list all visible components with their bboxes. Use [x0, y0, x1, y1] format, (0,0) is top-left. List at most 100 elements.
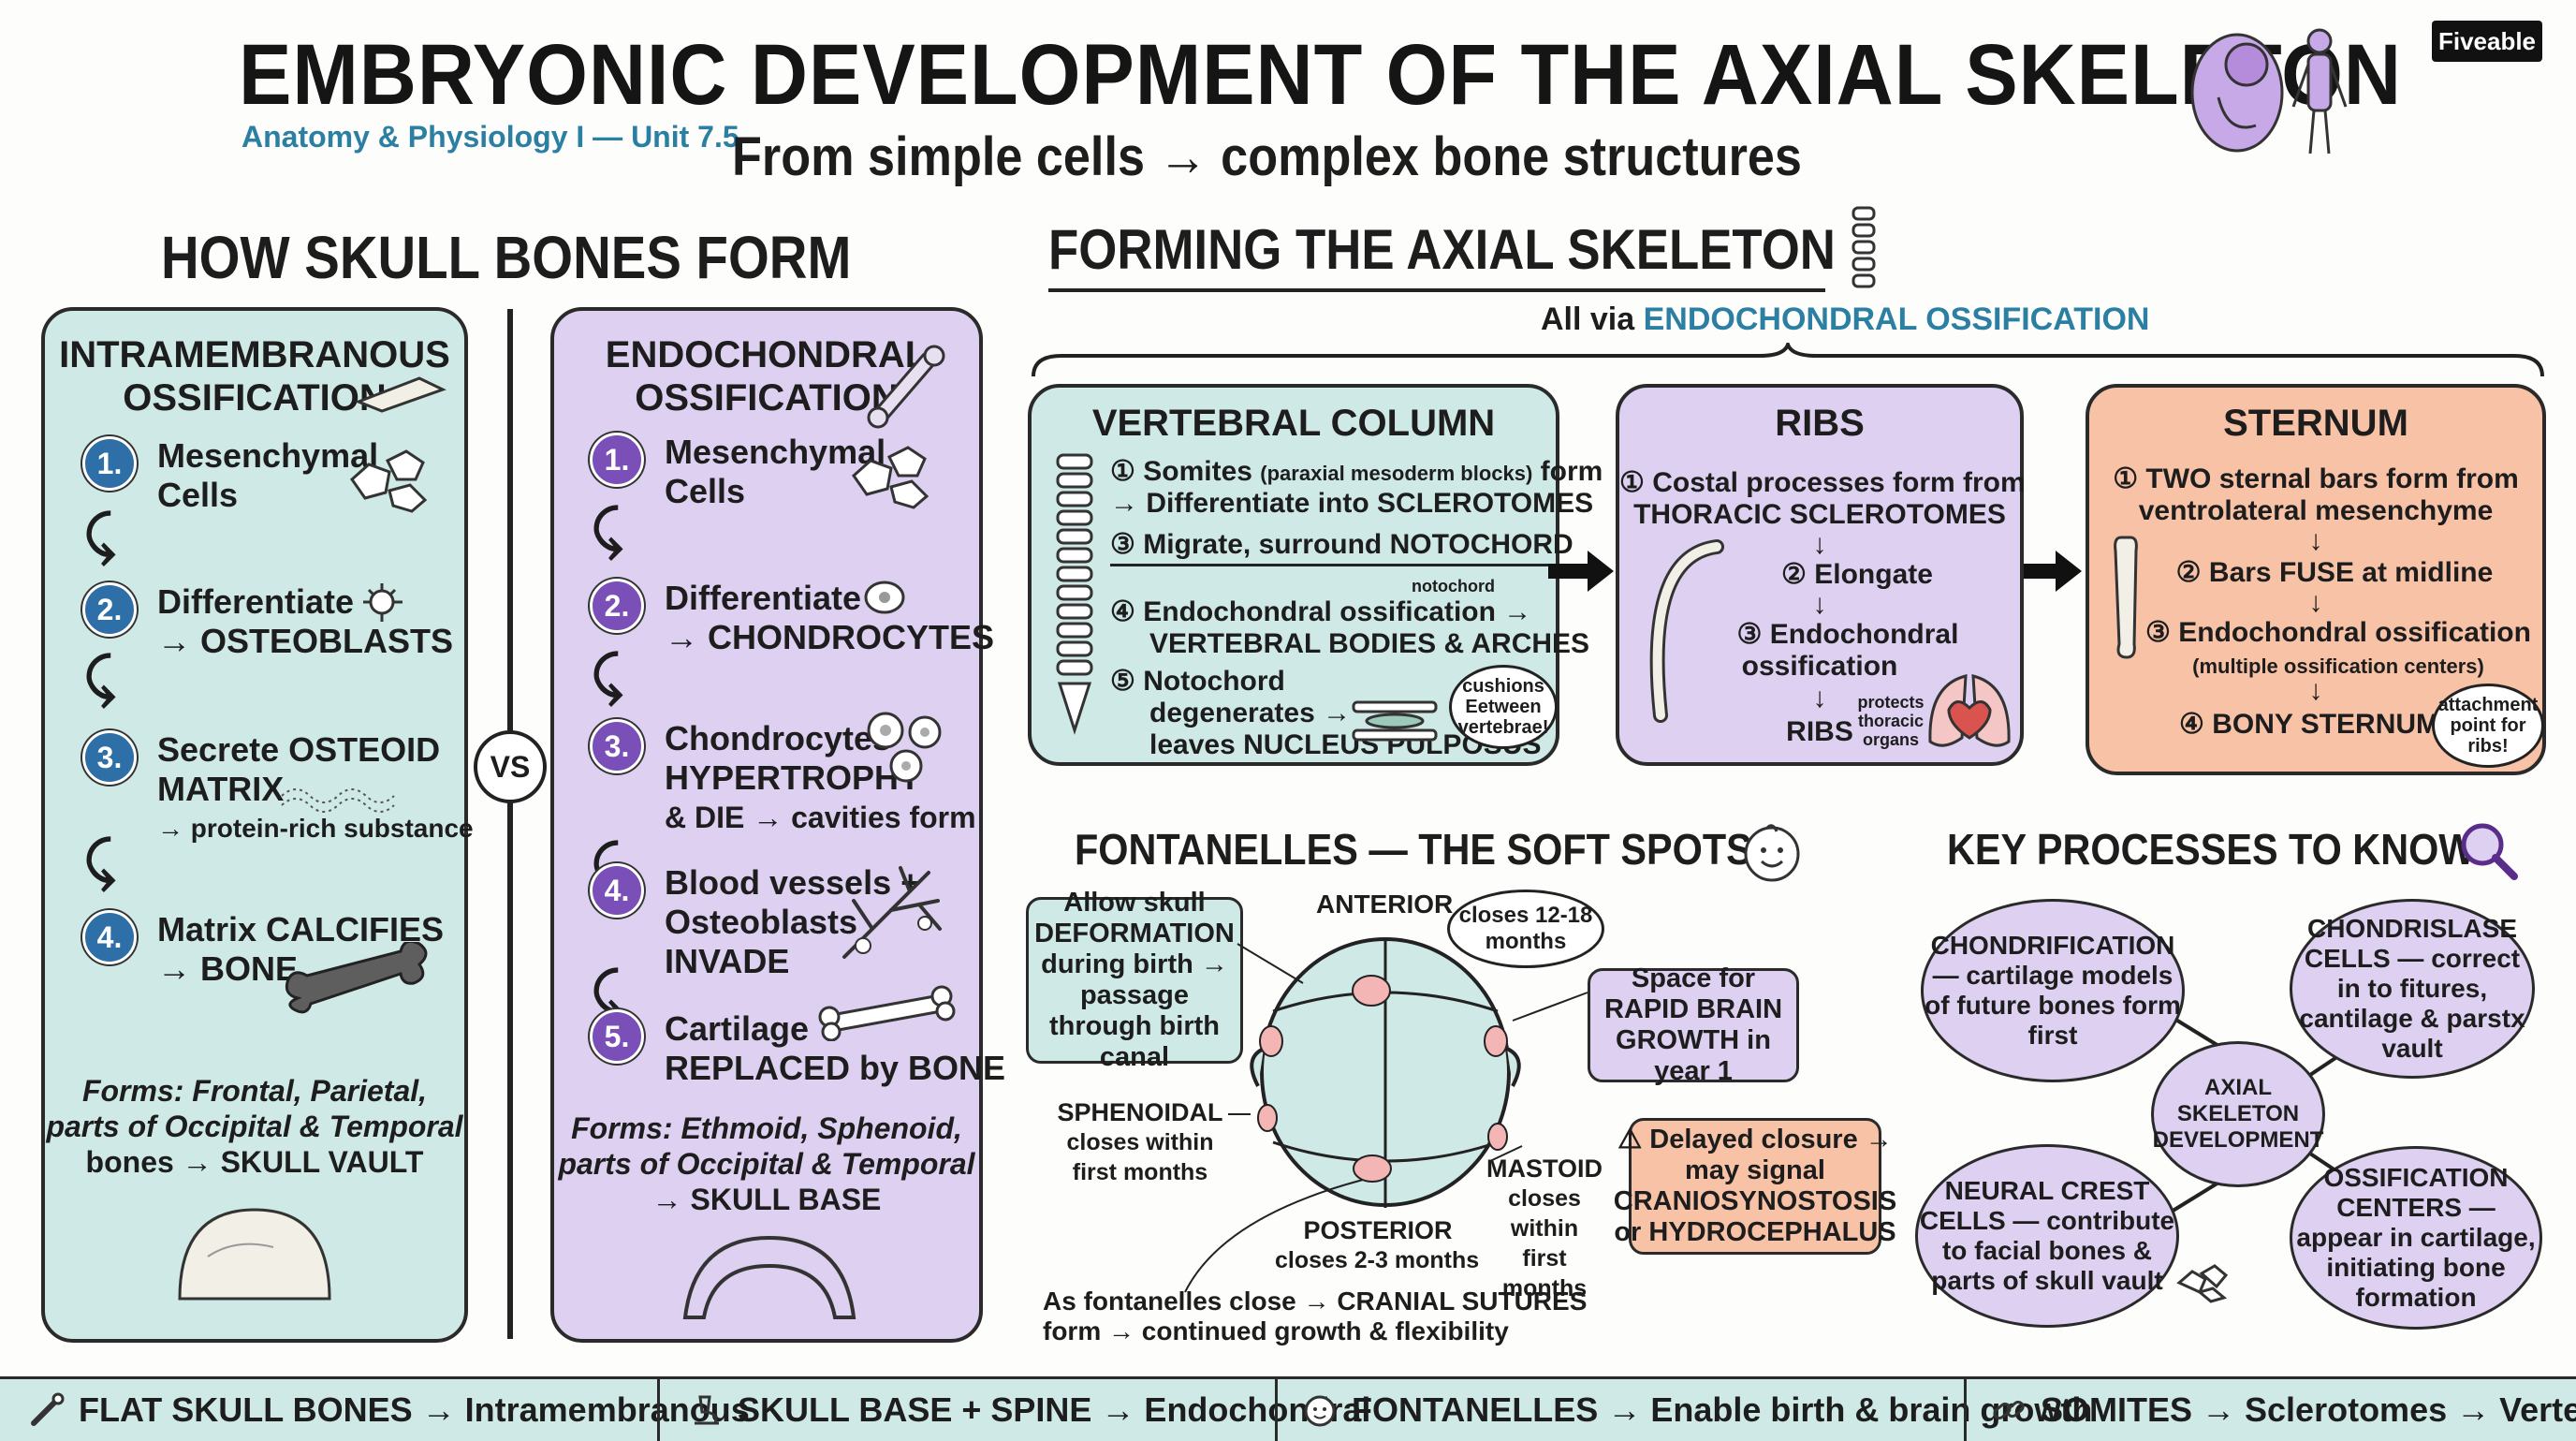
footer-divider [657, 1379, 660, 1441]
axial-section-title: FORMING THE AXIAL SKELETON [1048, 218, 1836, 281]
axial-brace [1032, 343, 2544, 377]
ribs-line-2: THORACIC SCLEROTOMES [1633, 499, 2006, 530]
arrow-right-icon [2016, 551, 2082, 592]
endo-arrow-2: ⤹ [592, 646, 623, 705]
intra-arrow-2: ⤹ [84, 648, 116, 707]
vs-divider [507, 309, 513, 1339]
intra-arrow-3: ⤹ [84, 831, 116, 890]
intra-step-2: 2. Differentiate→ OSTEOBLASTS [82, 582, 453, 661]
chondrification-node: CHONDRIFICATION — cartilage models of fu… [1921, 899, 2185, 1082]
intramembranous-panel: INTRAMEMBRANOUS OSSIFICATION 1. Mesenchy… [41, 307, 474, 1343]
osteoblast-icon [363, 583, 402, 622]
anterior-closes-bubble: closes 12-18 months [1447, 890, 1604, 968]
mesenchymal-cells-icon [852, 446, 929, 509]
vertebral-column-card: VERTEBRAL COLUMN ① Somites (paraxial mes… [1028, 384, 1603, 766]
notochord-line [1110, 564, 1548, 566]
key-processes-title: KEY PROCESSES TO KNOW [1947, 825, 2476, 874]
vertebral-line-2: → Differentiate into SCLEROTOMES [1110, 488, 1594, 519]
infant-skull-diagram [1250, 937, 1521, 1208]
endo-step-3: 3. Chondrocytes HYPERTROPHY & DIE → cavi… [590, 719, 976, 837]
baby-face-icon [1744, 824, 1800, 882]
intra-arrow-1: ⤹ [84, 506, 116, 565]
skull-section-title: HOW SKULL BONES FORM [161, 224, 852, 291]
bone-tool-icon [31, 1392, 65, 1426]
sternum-line-5: (multiple ossification centers) [2192, 654, 2484, 678]
intra-step-3: 3. Secrete OSTEOID MATRIX → protein-rich… [82, 730, 474, 848]
footer-item-2: SKULL BASE + SPINE → Endochondral [687, 1379, 1370, 1441]
magnifier-icon [2461, 823, 2518, 880]
intra-step-4: 4. Matrix CALCIFIES→ BONE [82, 910, 444, 989]
skull-vault-icon [178, 1208, 331, 1301]
mastoid-label: MASTOID closes within first months [1486, 1154, 1603, 1301]
posterior-label: POSTERIOR closes 2-3 months [1275, 1216, 1480, 1273]
vertebral-line-3: ③ Migrate, surround NOTOCHORD [1110, 529, 1573, 560]
sternum-line-3: ② Bars FUSE at midline [2175, 557, 2494, 588]
protects-note: protects thoracic organs [1857, 693, 1925, 749]
anterior-label: ANTERIOR [1316, 890, 1454, 919]
vertebral-line-5: VERTEBRAL BODIES & ARCHES [1149, 628, 1590, 659]
disc-icon [1352, 700, 1438, 742]
cranial-sutures-note: As fontanelles close → CRANIAL SUTURES f… [1043, 1287, 1588, 1345]
page-title: EMBRYONIC DEVELOPMENT OF THE AXIAL SKELE… [239, 27, 2402, 123]
sternum-card: STERNUM ① TWO sternal bars form from ven… [2086, 384, 2546, 775]
hypertrophy-cells-icon [867, 712, 942, 783]
sternum-line-4: ③ Endochondral ossification [2145, 617, 2531, 648]
ribs-line-4: ③ Endochondral [1736, 619, 1959, 650]
vertebral-title: VERTEBRAL COLUMN [1091, 403, 1496, 444]
delayed-closure-warning: ⚠ Delayed closure → may signal CRANIOSYN… [1614, 1118, 1896, 1255]
ribs-card: RIBS ① Costal processes form from THORAC… [1616, 384, 2026, 766]
tagline: From simple cells → complex bone structu… [732, 126, 1802, 187]
sternum-line-1: ① TWO sternal bars form from [2113, 463, 2519, 494]
endo-forms-text: Forms: Ethmoid, Sphenoid, parts of Occip… [558, 1111, 975, 1216]
sternum-title: STERNUM [2223, 403, 2408, 444]
brand-logo[interactable]: Fiveable [2432, 21, 2542, 62]
fontanelles-title: FONTANELLES — THE SOFT SPOTS [1075, 825, 1752, 874]
flat-bone-icon [354, 376, 446, 413]
ribs-line-6: RIBS [1786, 716, 1853, 747]
bone-icon [285, 942, 428, 1014]
intra-forms-text: Forms: Frontal, Parietal, parts of Occip… [46, 1074, 463, 1179]
ribs-title: RIBS [1775, 403, 1865, 444]
mesenchymal-cells-icon [350, 449, 428, 513]
chondroblast-cells-node: CHONDRISLASE CELLS — correct in to fitur… [2290, 899, 2535, 1079]
footer-divider [1275, 1379, 1278, 1441]
footer-item-1: FLAT SKULL BONES → Intramembranous [28, 1379, 750, 1441]
vs-badge: VS [474, 730, 547, 803]
arrow-right-icon [1548, 551, 1614, 592]
spine-icon [1852, 206, 1876, 288]
ribs-line-3: ② Elongate [1781, 559, 1933, 590]
axial-development-center-node: AXIAL SKELETON DEVELOPMENT [2151, 1041, 2325, 1187]
vertebral-column-icon [1056, 453, 1093, 735]
sternum-bone-icon [2114, 536, 2138, 659]
sternum-line-2: ventrolateral mesenchyme [2138, 495, 2494, 526]
microscope-icon [695, 1395, 719, 1425]
attachment-note-bubble: attachment point for ribs! [2432, 684, 2544, 768]
footer-item-4: SOMITES → Sclerotomes → Vertebrae [1990, 1379, 2576, 1441]
rib-icon [1649, 539, 1724, 723]
footer-divider [1964, 1379, 1967, 1441]
bone-icon [867, 345, 945, 429]
ossification-centers-node: OSSIFICATION CENTERS — appear in cartila… [2290, 1146, 2542, 1330]
neural-crest-node: NEURAL CREST CELLS — contribute to facia… [1915, 1144, 2179, 1328]
axial-title-underline [1048, 288, 1825, 292]
endo-step-2: 2. Differentiate→ CHONDROCYTES [590, 579, 994, 657]
skull-base-icon [682, 1235, 856, 1319]
chondrocyte-icon [864, 581, 905, 614]
blood-vessels-icon [842, 866, 942, 959]
endochondral-title: ENDOCHONDRAL OSSIFICATION [605, 334, 929, 419]
endochondral-panel: ENDOCHONDRAL OSSIFICATION 1. Mesenchymal… [550, 307, 1005, 1343]
baby-face-icon [1304, 1395, 1336, 1427]
cells-icon [2176, 1264, 2229, 1303]
endo-arrow-1: ⤹ [592, 500, 623, 559]
vertebral-line-4: ④ Endochondral ossification → [1110, 596, 1532, 627]
brain-growth-box: Space for RAPID BRAIN GROWTH in year 1 [1588, 963, 1799, 1086]
endochondral-note: All via ENDOCHONDRAL OSSIFICATION [1541, 301, 2150, 337]
footer-item-3: FONTANELLES → Enable birth & brain growt… [1301, 1379, 2092, 1441]
ribs-line-1: ① Costal processes form from [1619, 467, 2026, 498]
chain-link-icon [1993, 1400, 2025, 1420]
cushion-note-bubble: cushions Eetween vertebrae! [1449, 665, 1558, 749]
lungs-heart-icon [1928, 674, 2011, 747]
